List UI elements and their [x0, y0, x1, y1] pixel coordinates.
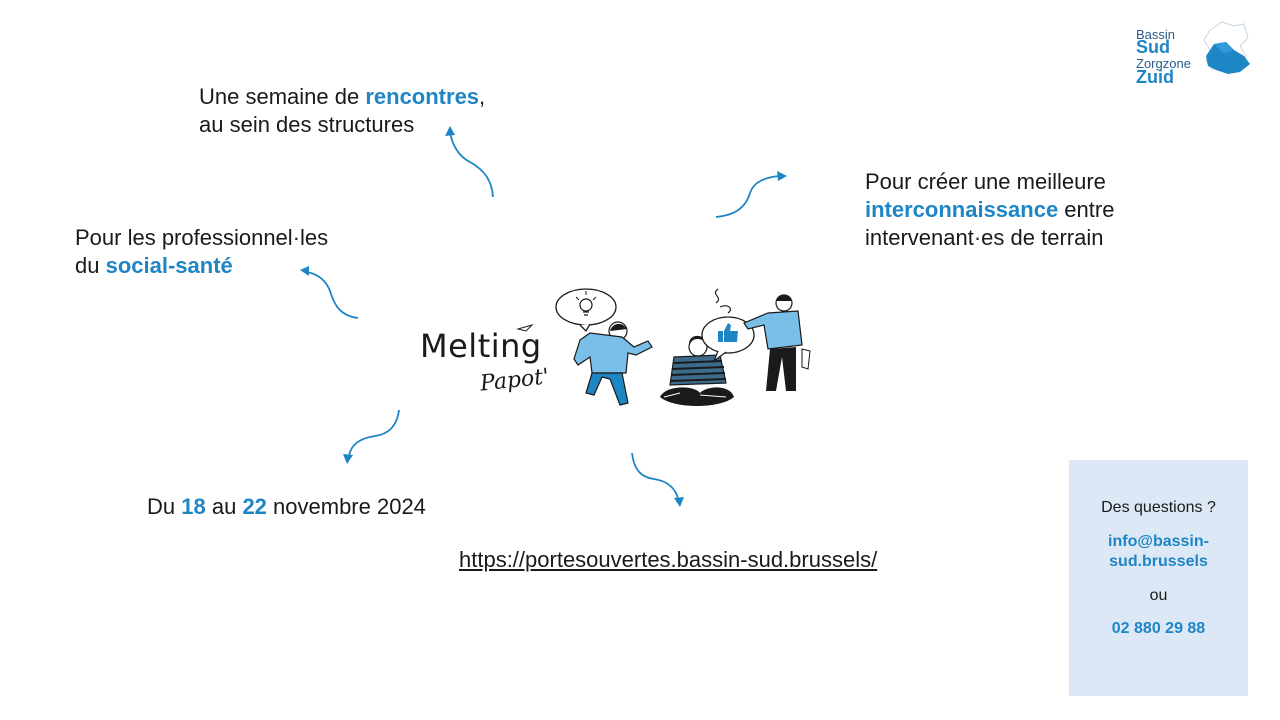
block-rencontres: Une semaine de rencontres, au sein des s… — [199, 83, 485, 139]
bassin-sud-logo: Bassin Sud Zorgzone Zuid — [1136, 20, 1252, 90]
block-interconnaissance: Pour créer une meilleure interconnaissan… — [865, 168, 1114, 252]
dates-day2: 22 — [242, 494, 267, 519]
logo-text-bassin: Bassin — [1136, 27, 1176, 42]
logo-text-zorgzone: Zorgzone — [1136, 56, 1191, 71]
event-title: Melting Papot' — [420, 323, 570, 403]
brussels-map-icon — [1203, 21, 1250, 74]
arrow-to-url-icon — [631, 452, 684, 507]
rencontres-post: , — [479, 84, 486, 109]
contact-or: ou — [1149, 587, 1168, 604]
rencontres-pre: Une semaine de — [199, 84, 366, 109]
social-line1: Pour les professionnel·les — [75, 225, 329, 250]
interconnaissance-line1: Pour créer une meilleure — [865, 169, 1106, 194]
contact-question: Des questions ? — [1101, 499, 1216, 516]
social-pre: du — [75, 253, 106, 278]
dates-pre: Du — [147, 494, 182, 519]
contact-email-line1[interactable]: info@bassin- — [1108, 533, 1209, 550]
arrow-to-dates-icon — [343, 409, 400, 464]
contact-phone[interactable]: 02 880 29 88 — [1111, 620, 1206, 637]
arrow-to-interconnaissance-icon — [715, 171, 787, 218]
event-title-main: Melting — [420, 327, 542, 365]
interconnaissance-line3: intervenant·es de terrain — [865, 225, 1104, 250]
event-title-sub: Papot' — [478, 364, 551, 397]
website-link[interactable]: https://portesouvertes.bassin-sud.brusse… — [459, 547, 878, 572]
contact-box: Des questions ? info@bassin- sud.brussel… — [1069, 460, 1248, 696]
logo-text-sud: Sud — [1136, 37, 1170, 57]
thumbs-up-bubble-icon — [701, 316, 755, 363]
block-social-sante: Pour les professionnel·les du social-san… — [75, 224, 328, 280]
person-with-idea-icon — [555, 288, 653, 406]
person-standing-icon — [714, 288, 811, 391]
social-highlight: social-santé — [105, 253, 233, 278]
dates-mid: au — [205, 494, 243, 519]
contact-email-line2[interactable]: sud.brussels — [1109, 553, 1208, 570]
dates-post: novembre 2024 — [266, 494, 426, 519]
block-dates: Du 18 au 22 novembre 2024 — [147, 493, 426, 521]
arrow-to-social-icon — [300, 266, 359, 319]
interconnaissance-highlight: interconnaissance — [865, 197, 1059, 222]
interconnaissance-post: entre — [1058, 197, 1115, 222]
arrow-to-rencontres-icon — [445, 126, 494, 198]
rencontres-highlight: rencontres — [365, 84, 480, 109]
rencontres-line2: au sein des structures — [199, 112, 415, 137]
paper-plane-icon — [516, 323, 534, 332]
dates-day1: 18 — [181, 494, 206, 519]
logo-text-zuid: Zuid — [1136, 67, 1174, 87]
people-illustration — [555, 288, 811, 406]
